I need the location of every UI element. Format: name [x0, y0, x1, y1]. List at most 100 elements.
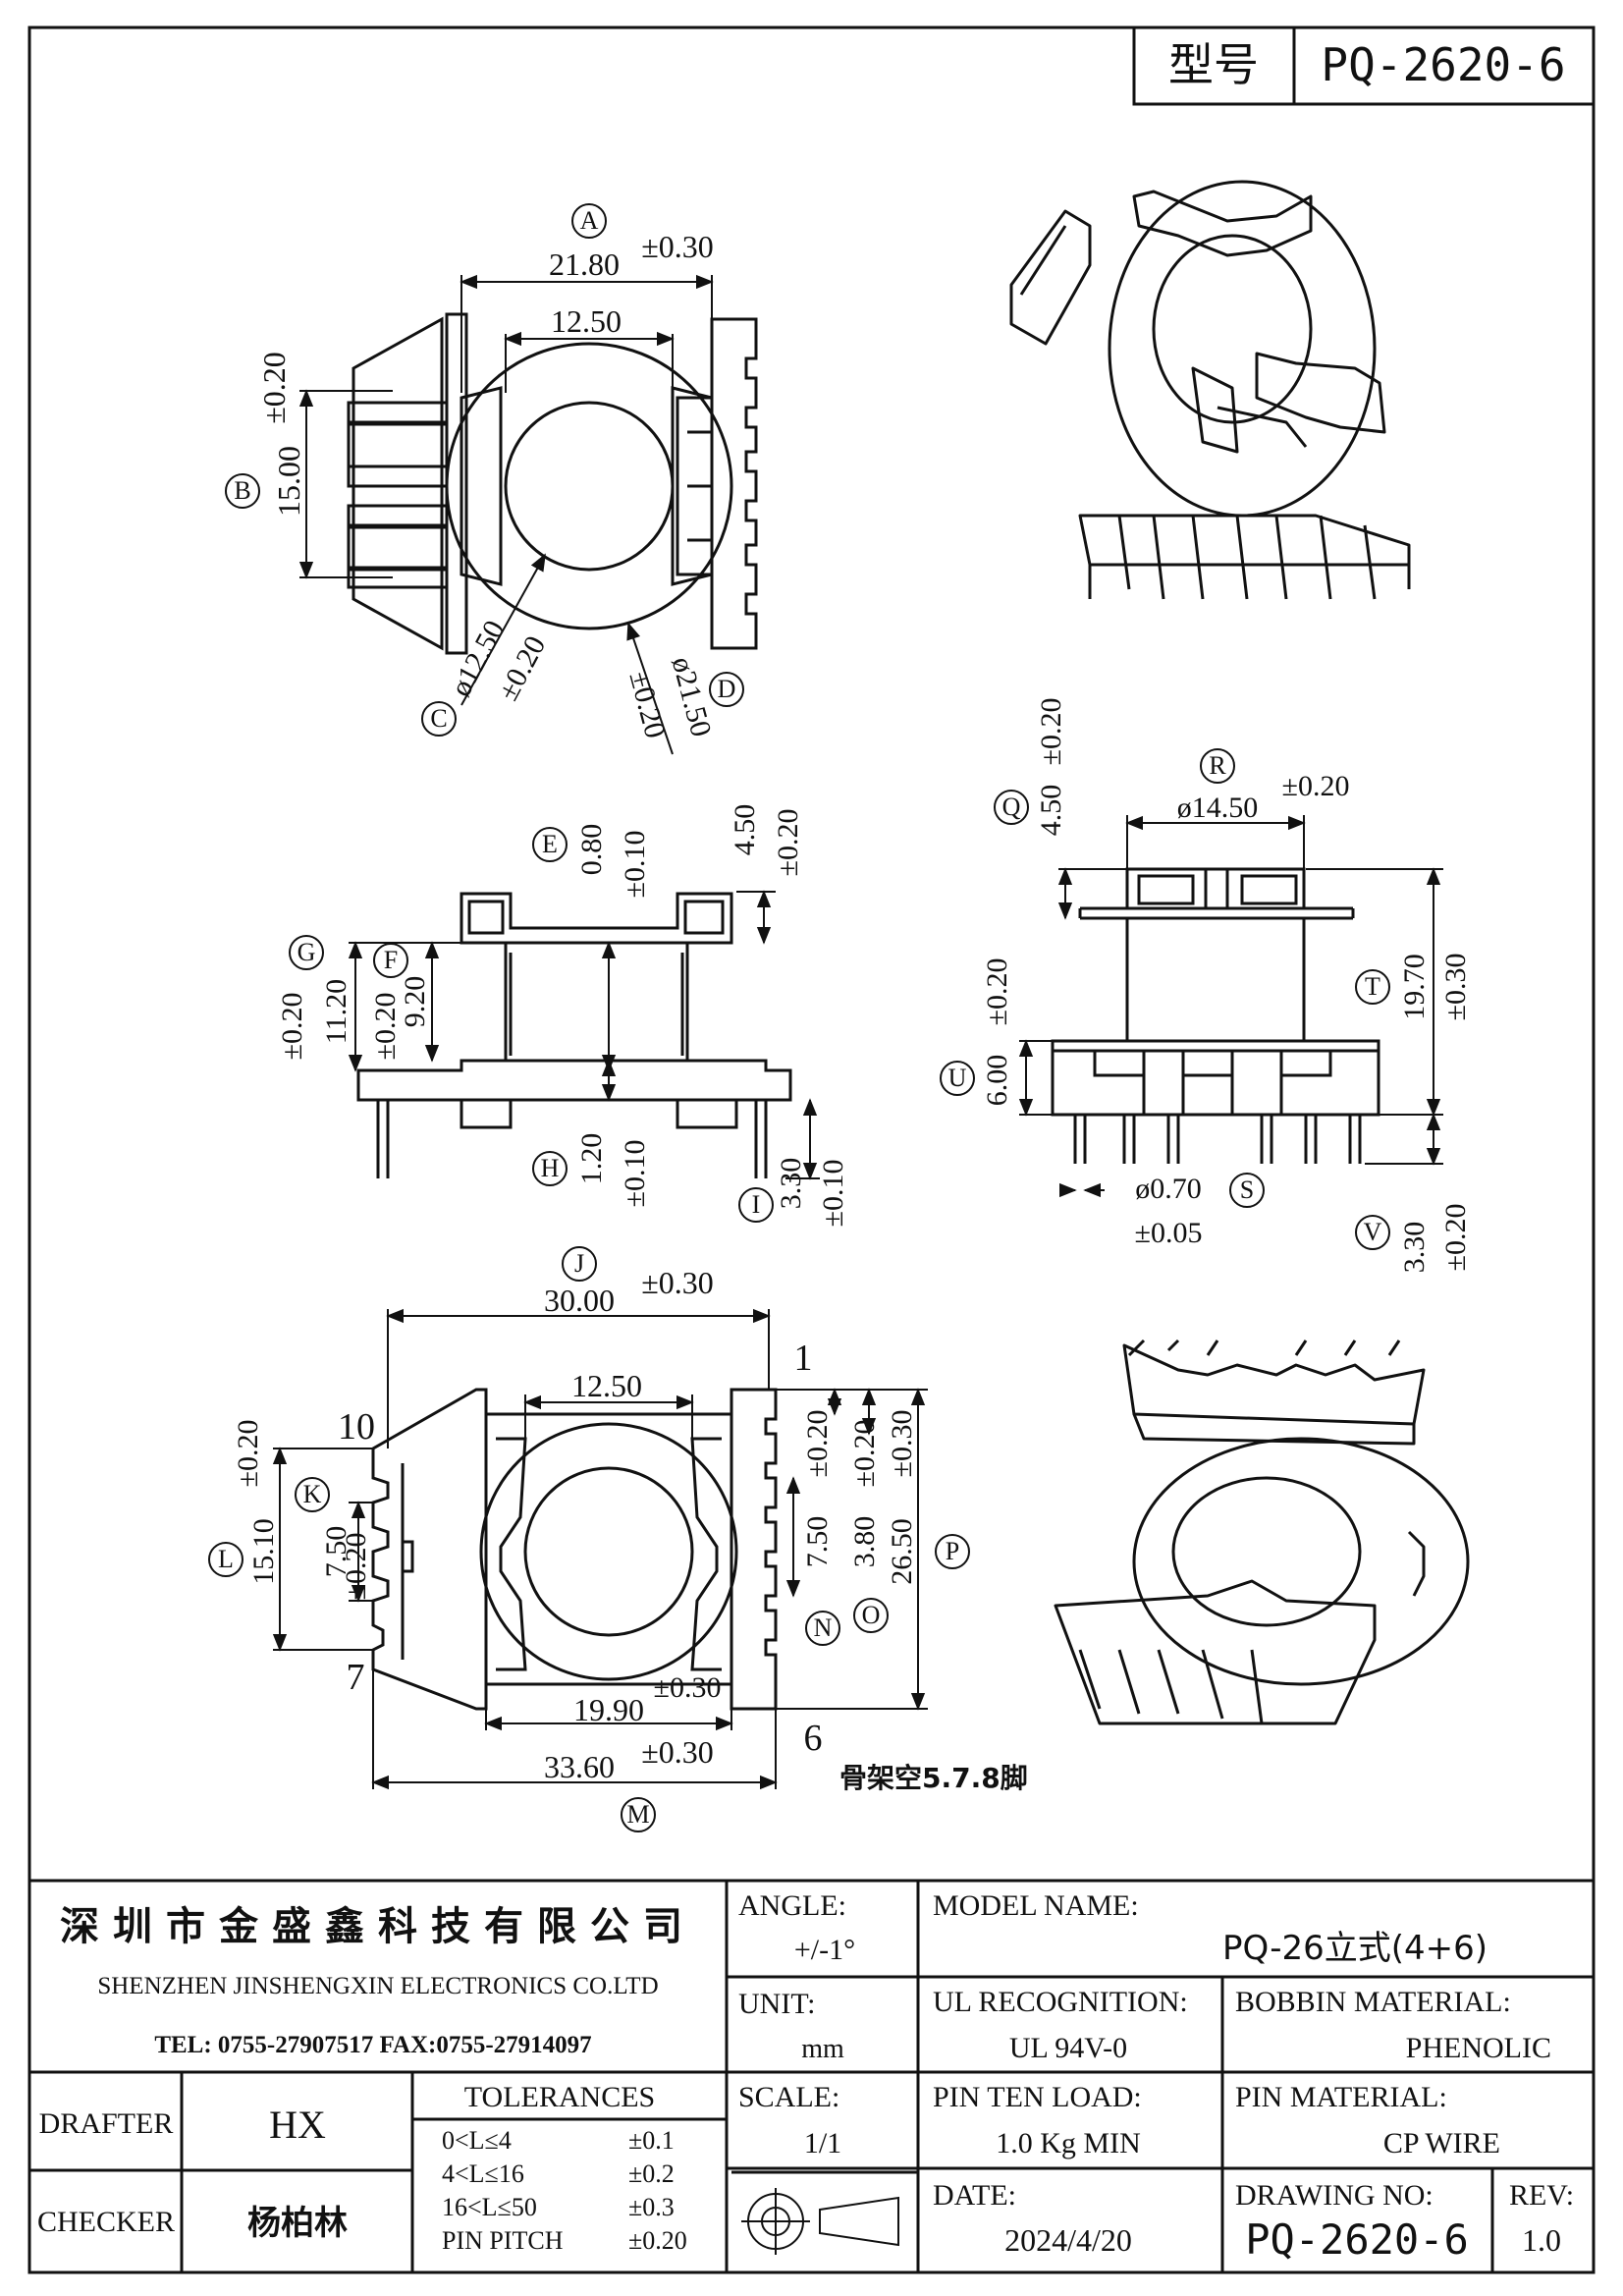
pin-7-label: 7 — [347, 1657, 365, 1698]
dim-Q-tol: ±0.20 — [1035, 698, 1067, 766]
model-header-box: 型号 PQ-2620-6 — [1132, 26, 1596, 106]
dim-N-letter: N — [814, 1613, 833, 1642]
projection-symbol — [741, 2188, 899, 2255]
unit-value: mm — [801, 2034, 844, 2064]
dim-V-tol: ±0.20 — [1439, 1204, 1472, 1272]
top-view-dims — [298, 274, 714, 755]
dim-N-value: 7.50 — [801, 1516, 834, 1568]
dim-A-letter: A — [580, 206, 599, 235]
front-view-labels: R ø14.50 ±0.20 Q 4.50 ±0.20 T 19.70 ±0.3… — [940, 698, 1472, 1274]
ul-value: UL 94V-0 — [1009, 2032, 1127, 2064]
dim-G-letter: G — [298, 938, 316, 966]
bottom-view-dims — [272, 1308, 928, 1790]
company-en: SHENZHEN JINSHENGXIN ELECTRONICS CO.LTD — [97, 1973, 658, 1999]
iso-view-top — [1009, 180, 1411, 600]
dim-B-tol: ±0.20 — [256, 352, 292, 424]
dim-T-letter: T — [1365, 972, 1380, 1001]
dim-H-value: 1.20 — [575, 1133, 608, 1185]
dim-M-letter: M — [626, 1800, 649, 1829]
dim-J-tol: ±0.30 — [641, 1265, 714, 1300]
dim-U-value: 6.00 — [981, 1055, 1013, 1107]
dim-K-letter: K — [303, 1480, 322, 1508]
company-cn: 深圳市金盛鑫科技有限公司 — [60, 1904, 696, 1949]
dim-V-letter: V — [1364, 1218, 1382, 1246]
dim-S-letter: S — [1240, 1175, 1254, 1204]
bottom-view — [371, 1388, 778, 1711]
pin-6-label: 6 — [804, 1718, 823, 1759]
dim-G-value: 11.20 — [320, 979, 352, 1044]
pin-material-value: CP WIRE — [1383, 2127, 1500, 2159]
dim-Q-letter: Q — [1002, 793, 1021, 821]
top-h-value: 4.50 — [729, 804, 761, 856]
pin-material-label: PIN MATERIAL: — [1235, 2081, 1447, 2113]
drafter-label: DRAFTER — [39, 2107, 174, 2140]
tolerances-title: TOLERANCES — [464, 2081, 655, 2113]
dim-P-value: 26.50 — [886, 1518, 918, 1585]
dim-S-value: ø0.70 — [1135, 1173, 1202, 1205]
dim-B-value: 15.00 — [271, 446, 306, 517]
dim-O-letter: O — [862, 1601, 881, 1629]
dim-F-value: 9.20 — [399, 976, 431, 1028]
side-view — [356, 892, 792, 1178]
dim-U-tol: ±0.20 — [981, 958, 1013, 1026]
dim-N-tol: ±0.20 — [801, 1410, 834, 1478]
front-view-dims — [1018, 815, 1443, 1198]
dim-M-tol: ±0.30 — [641, 1734, 714, 1770]
checker-label: CHECKER — [37, 2206, 175, 2238]
model-name-value: PQ-26立式(4+6) — [1222, 1929, 1488, 1968]
drafter-value: HX — [269, 2103, 326, 2147]
dim-H-letter: H — [541, 1154, 560, 1182]
dim-A-value: 21.80 — [549, 246, 620, 282]
dim-S-tol: ±0.05 — [1135, 1217, 1203, 1249]
tol-row-value: ±0.20 — [628, 2226, 687, 2255]
top-view-labels: A 21.80 ±0.30 12.50 B 15.00 ±0.20 C ø12.… — [225, 203, 744, 741]
unit-label: UNIT: — [738, 1988, 816, 2020]
dim-E-tol: ±0.10 — [619, 831, 651, 899]
bobbin-label: BOBBIN MATERIAL: — [1235, 1986, 1511, 2018]
dim-M-value: 33.60 — [544, 1749, 615, 1784]
tol-row-value: ±0.3 — [628, 2193, 675, 2221]
side-view-dims — [348, 890, 820, 1180]
dim-F-tol: ±0.20 — [369, 993, 402, 1061]
side-view-labels: E 0.80 ±0.10 4.50 ±0.20 G 11.20 ±0.20 F … — [276, 804, 849, 1228]
date-label: DATE: — [933, 2179, 1016, 2212]
dim-P-tol: ±0.30 — [886, 1410, 918, 1478]
scale-value: 1/1 — [804, 2127, 841, 2159]
dim-P-letter: P — [946, 1537, 959, 1565]
dim-B-letter: B — [234, 476, 250, 505]
dim-L-letter: L — [218, 1545, 234, 1573]
dim-I-value: 3.30 — [775, 1158, 807, 1210]
dim-V-value: 3.30 — [1398, 1222, 1431, 1274]
bottom-width-value: 19.90 — [573, 1692, 644, 1727]
model-name-label: MODEL NAME: — [933, 1889, 1139, 1922]
dim-R-letter: R — [1209, 751, 1226, 780]
dim-I-tol: ±0.10 — [817, 1160, 849, 1228]
rev-label: REV: — [1509, 2179, 1574, 2212]
dim-L-value: 15.10 — [247, 1518, 280, 1585]
dim-K-tol: ±0.20 — [340, 1533, 372, 1601]
sheet-border — [27, 26, 1596, 2274]
company-contact: TEL: 0755-27907517 FAX:0755-27914097 — [154, 2032, 591, 2058]
bobbin-value: PHENOLIC — [1406, 2032, 1551, 2064]
angle-value: +/-1° — [794, 1934, 855, 1966]
inner-width-top: 12.50 — [551, 303, 622, 339]
title-block: 深圳市金盛鑫科技有限公司 SHENZHEN JINSHENGXIN ELECTR… — [29, 1879, 1594, 2272]
dim-F-letter: F — [384, 946, 398, 974]
dim-T-tol: ±0.30 — [1439, 954, 1472, 1021]
dim-H-tol: ±0.10 — [619, 1140, 651, 1208]
dim-Q-value: 4.50 — [1035, 785, 1067, 837]
dim-T-value: 19.70 — [1398, 954, 1431, 1020]
ul-label: UL RECOGNITION: — [933, 1986, 1188, 2018]
front-view — [1051, 867, 1380, 1164]
dim-O-value: 3.80 — [848, 1516, 881, 1568]
tol-row-value: ±0.1 — [628, 2126, 675, 2155]
dim-D-tol: ±0.20 — [622, 668, 672, 741]
dim-D-value: ø21.50 — [666, 653, 718, 739]
inner-width-bottom: 12.50 — [571, 1368, 642, 1403]
dim-U-letter: U — [948, 1064, 967, 1092]
dim-E-letter: E — [542, 830, 558, 858]
bottom-view-labels: J 30.00 ±0.30 12.50 1 10 7 6 K 7.50 ±0.2… — [208, 1246, 1028, 1832]
dim-C-letter: C — [430, 704, 447, 733]
tolerance-rows: 0<L≤4 ±0.1 4<L≤16 ±0.2 16<L≤50 ±0.3 PIN … — [442, 2126, 687, 2255]
